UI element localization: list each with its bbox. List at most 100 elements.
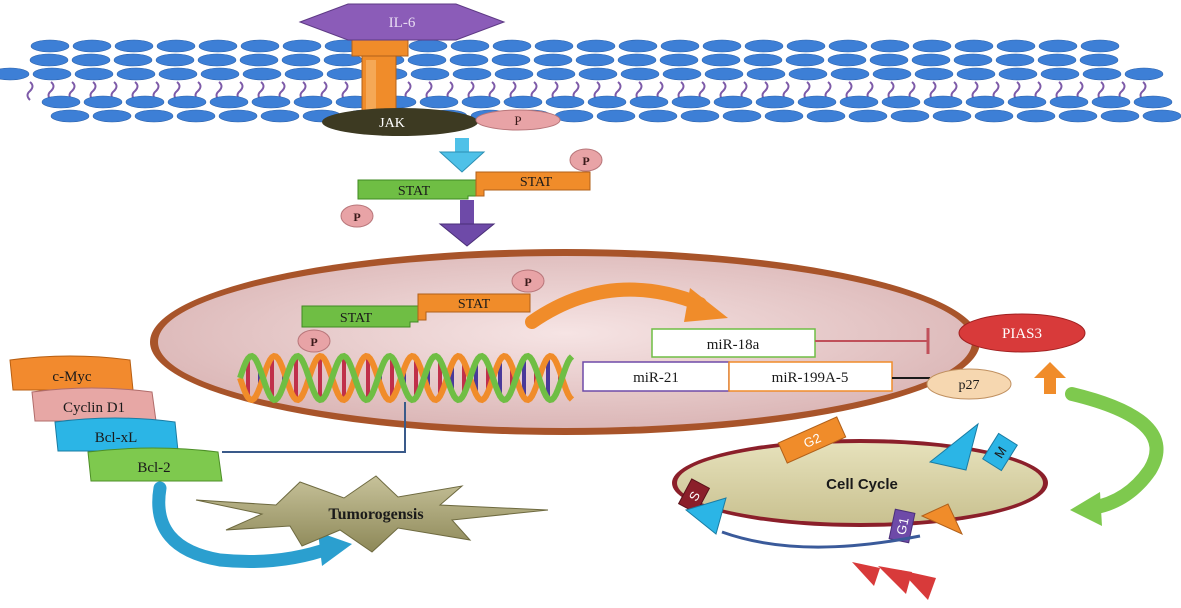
lipid-head xyxy=(578,67,618,81)
lipid-head xyxy=(41,95,81,109)
stat-dimer-nucleus: STAT STAT P P xyxy=(297,269,545,353)
p27-label: p27 xyxy=(959,378,980,393)
lipid-head xyxy=(50,109,90,123)
lipid-head xyxy=(839,95,879,109)
lipid-head xyxy=(618,39,658,53)
lipid-head xyxy=(240,39,280,53)
jak-label: JAK xyxy=(379,116,405,131)
p27: p27 xyxy=(892,362,1066,400)
lipid-head xyxy=(629,95,669,109)
lipid-head xyxy=(503,95,543,109)
lipid-head xyxy=(722,109,762,123)
inhibition-mir18a-pias3 xyxy=(815,328,930,354)
mir-199-box xyxy=(728,361,893,392)
lipid-head xyxy=(995,53,1035,67)
dna-helix xyxy=(237,352,575,404)
il6-label: IL-6 xyxy=(389,15,416,31)
mir-21-label: miR-21 xyxy=(633,370,679,386)
lipid-head xyxy=(974,109,1014,123)
lipid-head xyxy=(806,109,846,123)
lipid-head xyxy=(869,53,909,67)
lipid-head xyxy=(671,95,711,109)
lipid-head xyxy=(713,95,753,109)
jak-phospho-label: P xyxy=(514,113,521,128)
lipid-head xyxy=(701,53,741,67)
lipid-head xyxy=(534,39,574,53)
mir-18a-box xyxy=(651,328,816,358)
lipid-head xyxy=(1007,95,1047,109)
lipid-head xyxy=(923,95,963,109)
phase-m-marker xyxy=(928,422,979,471)
lipid-head xyxy=(576,39,616,53)
lipid-head xyxy=(251,95,291,109)
lipid-head xyxy=(785,53,825,67)
lipid-head xyxy=(1058,109,1098,123)
lipid-head xyxy=(764,109,804,123)
mir-199-label: miR-199A-5 xyxy=(772,370,849,386)
lipid-head xyxy=(1082,67,1122,81)
phase-s: S xyxy=(677,478,711,514)
lipid-head xyxy=(155,53,195,67)
lipid-head xyxy=(209,95,249,109)
lipid-head xyxy=(786,39,826,53)
lipid-head xyxy=(575,53,615,67)
tumorogenesis-burst: Tumorogensis xyxy=(195,475,549,553)
phase-m: M xyxy=(982,432,1018,472)
lipid-head xyxy=(74,67,114,81)
stat-cyto-phospho-orange: P xyxy=(582,154,589,168)
lipid-head xyxy=(197,53,237,67)
lipid-head xyxy=(71,53,111,67)
lipid-head xyxy=(410,67,450,81)
lipid-head xyxy=(746,67,786,81)
lipid-head xyxy=(1080,39,1120,53)
phase-g2-label: G2 xyxy=(801,430,823,451)
lipid-head xyxy=(30,39,70,53)
lipid-head xyxy=(704,67,744,81)
cell-membrane xyxy=(0,39,1181,123)
lipid-head xyxy=(848,109,888,123)
lipid-head xyxy=(1038,39,1078,53)
membrane-lipid-heads xyxy=(0,39,1181,123)
lipid-head xyxy=(113,53,153,67)
lipid-head xyxy=(29,53,69,67)
lipid-head xyxy=(1091,95,1131,109)
lipid-head xyxy=(914,67,954,81)
pias3: PIAS3 xyxy=(958,313,1086,353)
curved-arrow-tumorogenesis xyxy=(152,481,352,568)
lipid-head xyxy=(830,67,870,81)
gene-cmyc: c-Myc xyxy=(9,355,134,391)
phase-g2: G2 xyxy=(777,416,847,464)
lipid-head xyxy=(956,67,996,81)
lipid-head xyxy=(680,109,720,123)
lipid-head xyxy=(911,53,951,67)
lipid-head xyxy=(965,95,1005,109)
lipid-head xyxy=(92,109,132,123)
lipid-head xyxy=(326,67,366,81)
lipid-head xyxy=(239,53,279,67)
gene-cmyc-label: c-Myc xyxy=(52,369,91,385)
lipid-head xyxy=(200,67,240,81)
lipid-head xyxy=(587,95,627,109)
lipid-head xyxy=(281,53,321,67)
stat-cyto-green-label: STAT xyxy=(398,184,431,199)
gene-cyclin-d1: Cyclin D1 xyxy=(31,387,157,422)
curved-arrow-transcription xyxy=(525,282,728,329)
gene-bclxl: Bcl-xL xyxy=(54,417,179,452)
lipid-head xyxy=(744,39,784,53)
phase-g1-label: G1 xyxy=(893,516,911,536)
lipid-head xyxy=(134,109,174,123)
dna-strand xyxy=(237,352,575,404)
pias3-label: PIAS3 xyxy=(1002,326,1042,342)
lipid-head xyxy=(284,67,324,81)
lipid-head xyxy=(1040,67,1080,81)
target-genes: c-Myc Cyclin D1 Bcl-xL Bcl-2 xyxy=(9,355,223,482)
lipid-head xyxy=(407,53,447,67)
phase-s-marker xyxy=(684,497,727,535)
gene-bclxl-label: Bcl-xL xyxy=(95,430,138,446)
lipid-head xyxy=(452,67,492,81)
dna-to-genes-connector xyxy=(222,402,406,453)
lipid-head xyxy=(797,95,837,109)
mirna-boxes: miR-18a miR-21 miR-199A-5 xyxy=(582,328,893,392)
stat-cyto-orange-label: STAT xyxy=(520,175,553,190)
